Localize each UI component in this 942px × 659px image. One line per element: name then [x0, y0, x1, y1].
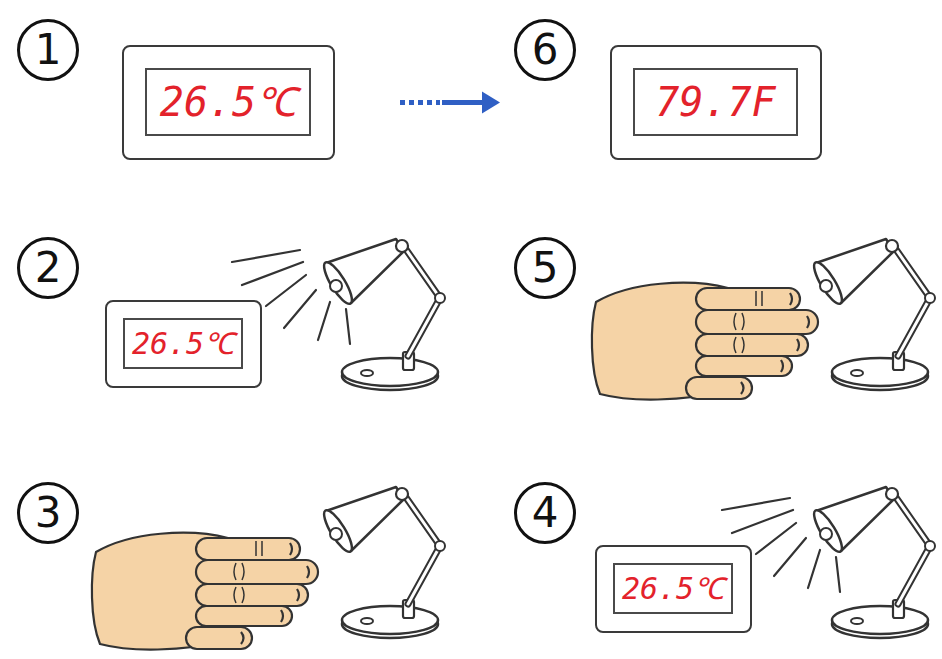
- temperature-reading: 79.7F: [655, 82, 775, 122]
- thermometer-display: 26.5℃: [105, 300, 262, 388]
- display-window: 26.5℃: [123, 318, 243, 369]
- temperature-reading: 26.5℃: [622, 574, 724, 604]
- display-window: 26.5℃: [145, 68, 311, 136]
- arrow-shaft: [442, 100, 484, 105]
- callout-number: 3: [17, 482, 79, 544]
- thermometer-display: 26.5℃: [595, 545, 752, 633]
- arrow-head: [482, 92, 500, 114]
- callout-number: 1: [17, 19, 79, 81]
- display-window: 79.7F: [633, 68, 798, 136]
- arrow-dotted-part: [400, 100, 440, 105]
- temperature-reading: 26.5℃: [160, 82, 296, 122]
- callout-number: 6: [514, 19, 576, 81]
- display-window: 26.5℃: [613, 563, 733, 614]
- callout-number: 2: [17, 237, 79, 299]
- thermometer-display: 79.7F: [610, 45, 822, 160]
- callout-number: 5: [514, 237, 576, 299]
- temperature-reading: 26.5℃: [132, 329, 234, 359]
- callout-number: 4: [514, 482, 576, 544]
- thermometer-display: 26.5℃: [122, 45, 335, 160]
- flow-arrow: [400, 92, 500, 114]
